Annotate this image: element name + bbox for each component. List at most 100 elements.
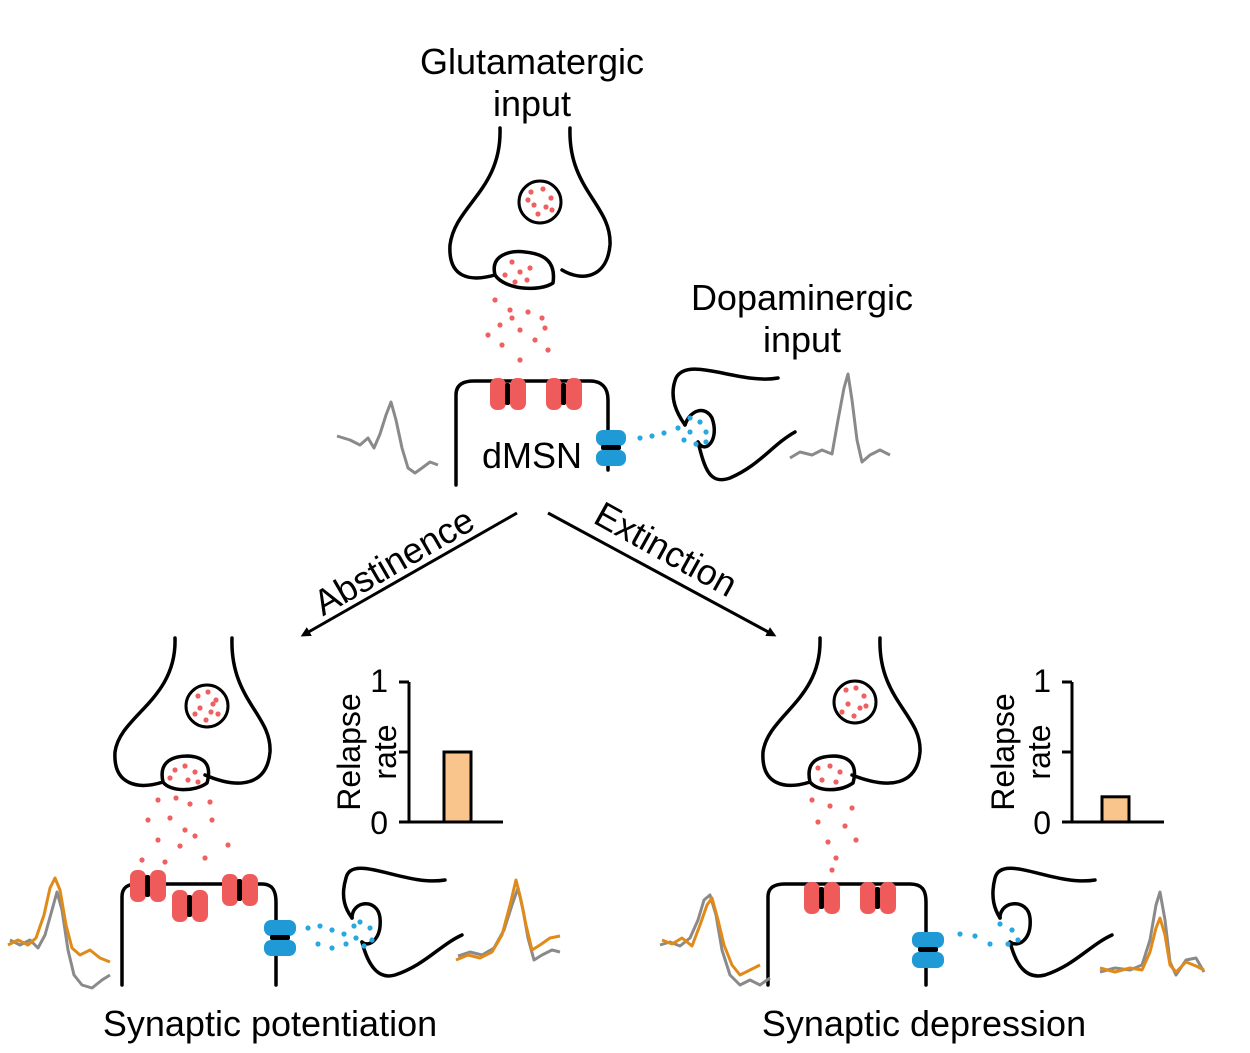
chart-tick-top: 1 [370,663,388,699]
molecule-dot [305,925,311,931]
ampa-receptor-left-3 [222,874,258,906]
molecule-dot [527,265,533,271]
molecule-dot [177,843,183,849]
glutamate-release-dots [139,763,231,865]
molecule-dot [509,315,515,321]
molecule-dot [957,931,963,937]
depression-label: Synaptic depression [762,1003,1086,1044]
d1-receptor-left [264,920,296,956]
molecule-dot [329,945,335,951]
molecule-dot [139,857,145,863]
abstinence-label: Abstinence [306,499,481,624]
molecule-dot [210,701,216,707]
ampa-receptor-left-1 [130,870,166,902]
dopaminergic-terminal-left [341,866,464,978]
dmsn-label: dMSN [482,435,582,476]
molecule-dot [540,186,546,192]
vesicle [184,683,230,729]
molecule-dot [815,819,821,825]
molecule-dot [507,307,513,313]
molecule-dot [851,713,857,719]
molecule-dot [703,429,709,435]
molecule-dot [361,943,367,949]
vesicle [832,679,878,725]
dopaminergic-terminal-top [671,367,797,482]
molecule-dot [192,711,198,717]
molecule-dot [203,717,209,723]
dopaminergic-label-line1: Dopaminergic [691,277,913,318]
molecule-dot [499,342,505,348]
molecule-dot [528,189,534,195]
molecule-dot [1005,941,1011,947]
molecule-dot [485,332,491,338]
molecule-dot [192,833,198,839]
molecule-dot [509,259,515,265]
glutamatergic-label-line2: input [493,83,571,124]
molecule-dot [703,439,709,445]
molecule-dot [815,765,821,771]
molecule-dot [987,941,993,947]
vesicle-glutamate-dots [839,685,869,719]
molecule-dot [972,933,978,939]
molecule-dot [825,839,831,845]
molecule-dot [205,689,211,695]
ampa-receptor-top-1 [490,378,526,410]
molecule-dot [182,763,188,769]
molecule-dot [202,855,208,861]
molecule-dot [675,425,681,431]
molecule-dot [173,795,179,801]
molecule-dot [517,269,523,275]
dopaminergic-terminal-right [991,866,1114,978]
molecule-dot [162,859,168,865]
molecule-dot [329,927,335,933]
dopamine-release-dots [957,921,1021,947]
epsc-trace-dopamine-control-left [457,886,561,962]
molecule-dot [367,925,373,931]
arrow-extinction [547,511,777,637]
molecule-dot [197,705,203,711]
epsc-trace-glutamate-extinction-right [661,896,761,977]
molecule-dot [809,797,815,803]
glutamate-release-dots [485,259,551,363]
molecule-dot [343,941,349,947]
molecule-dot [827,803,833,809]
molecule-dot [861,693,867,699]
epsc-trace-dopamine-top [789,372,891,464]
d1-receptor-right [912,932,944,968]
molecule-dot [195,693,201,699]
molecule-dot [548,195,554,201]
molecule-dot [532,337,538,343]
molecule-dot [661,430,667,436]
vesicle [517,179,563,225]
molecule-dot [195,779,201,785]
epsc-trace-glutamate-abstinence-left [7,876,111,964]
chart-ylabel-line1: Relapse [985,693,1021,810]
molecule-dot [357,919,363,925]
molecule-dot [155,797,161,803]
molecule-dot [182,827,188,833]
relapse-chart-abstinence: Relapse rate 1 0 [331,663,503,841]
molecule-dot [853,685,859,691]
chart-bar [1100,795,1131,824]
molecule-dot [215,711,221,717]
dopamine-release-dots [637,415,709,447]
epsc-trace-dopamine-control-right [1099,890,1206,977]
molecule-dot [369,937,375,943]
molecule-dot [697,419,703,425]
molecule-dot [545,347,551,353]
molecule-dot [687,429,693,435]
potentiation-label: Synaptic potentiation [103,1003,437,1044]
chart-tick-top: 1 [1033,663,1051,699]
molecule-dot [543,204,549,210]
molecule-dot [502,272,508,278]
extinction-label: Extinction [588,493,744,605]
molecule-dot [517,327,523,333]
glutamatergic-label-line1: Glutamatergic [420,41,644,82]
relapse-chart-extinction: Relapse rate 1 0 [985,663,1164,841]
molecule-dot [649,433,655,439]
molecule-dot [681,437,687,443]
molecule-dot [849,805,855,811]
molecule-dot [842,823,848,829]
molecule-dot [863,703,869,709]
molecule-dot [524,277,530,283]
